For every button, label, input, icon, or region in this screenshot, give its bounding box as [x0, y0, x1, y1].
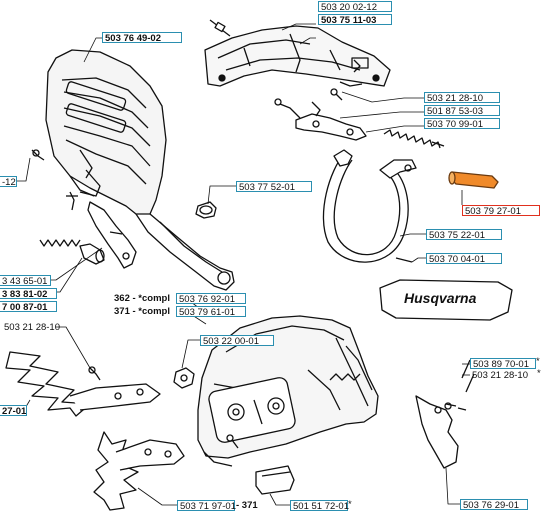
part-label-right-a-suffix: *: [536, 356, 540, 367]
part-label-decal: 503 70 04-01: [426, 253, 502, 265]
highlighted-sleeve-part: [448, 171, 499, 189]
husqvarna-decal-text: Husqvarna: [404, 290, 477, 306]
part-label-r1: 503 21 28-10: [424, 92, 500, 104]
linkage-part: [274, 88, 367, 141]
clutch-cover-part: [197, 315, 379, 467]
rubber-part: [255, 465, 295, 495]
bumper-spike-lower: [93, 431, 185, 511]
part-label-left-a: 3 43 65-01: [0, 275, 51, 287]
part-label-left-edge-b: 27-01: [0, 405, 27, 417]
part-label-left-c: 7 00 87-01: [0, 301, 57, 313]
part-label-top-b: 503 75 11-03: [318, 14, 392, 26]
handle-cover-part: [45, 49, 235, 291]
compl-label-a: 362 - *compl: [114, 293, 170, 304]
small-screw-left: [31, 149, 45, 161]
top-screw: [209, 19, 231, 37]
bumper-spike-upper: [5, 351, 161, 417]
spacer-part: [195, 201, 217, 219]
part-label-r3: 503 70 99-01: [424, 118, 500, 130]
part-label-screw-left: 503 21 28-10: [4, 322, 60, 333]
brake-band-part: [322, 149, 417, 263]
screw-left-part: [88, 366, 101, 381]
part-label-right-a: 503 89 70-01: [470, 358, 536, 370]
spring-left: [39, 239, 105, 265]
part-label-bottom-b-suffix: *: [348, 499, 352, 510]
spring-right: [383, 129, 445, 149]
part-label-bottom-right: 503 76 29-01: [460, 499, 528, 511]
part-label-right-b-suffix: *: [537, 368, 541, 379]
part-label-compl-b: 503 79 61-01: [176, 306, 246, 318]
part-label-left-edge-a: -12: [0, 176, 17, 188]
part-label-r2: 501 87 53-03: [424, 105, 500, 117]
nut-part: [173, 367, 195, 389]
part-label-bottom-b: 501 51 72-01: [290, 500, 349, 512]
part-label-handle-knob: 503 77 52-01: [236, 181, 312, 193]
part-label-band: 503 75 22-01: [426, 229, 502, 241]
decal-part: [379, 257, 513, 321]
compl-label-b: 371 - *compl: [114, 306, 170, 317]
part-label-top-a: 503 20 02-12: [318, 1, 392, 13]
leader-lines: [14, 23, 470, 506]
part-label-bottom-a: 503 71 97-01: [177, 500, 236, 512]
part-label-cover: 503 76 49-02: [102, 32, 182, 44]
part-label-right-b: 503 21 28-10: [472, 370, 528, 381]
part-label-left-b: 3 83 81-02: [0, 288, 57, 300]
part-label-bottom-a-suffix: - 371: [236, 500, 258, 511]
part-label-nut-mid: 503 22 00-01: [200, 335, 274, 347]
brake-lever-part: [87, 201, 137, 269]
right-bumper-part: [415, 395, 459, 469]
pin-part: [66, 191, 78, 211]
part-label-highlighted: 503 79 27-01: [462, 205, 540, 217]
top-bracket-part: [204, 25, 391, 87]
part-label-compl-a: 503 76 92-01: [176, 293, 246, 305]
